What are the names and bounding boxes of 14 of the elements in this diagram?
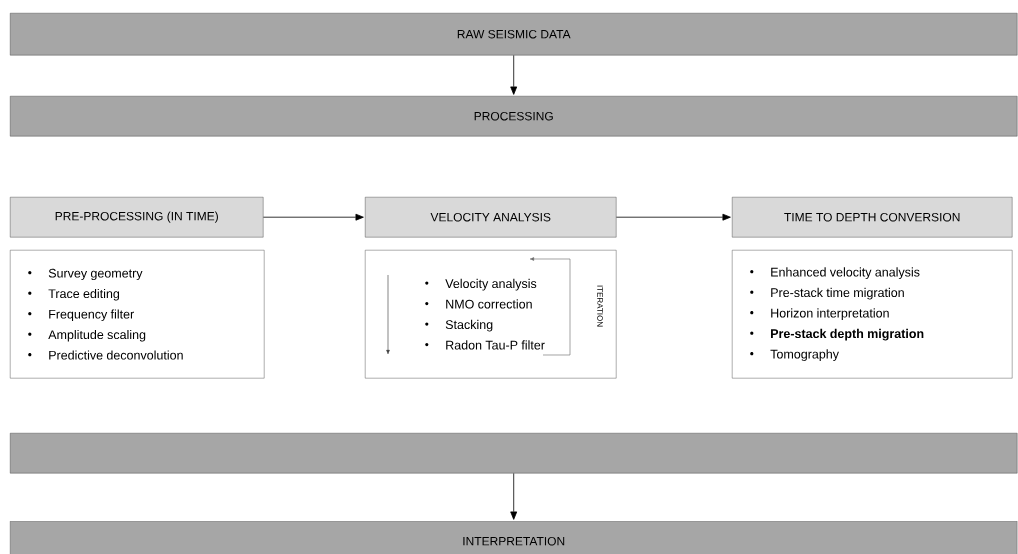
- vertical-label: ITERATION: [597, 285, 603, 327]
- stage-band: INTERPRETATION: [10, 521, 1018, 554]
- header-box: VELOCITY ANALYSIS: [365, 197, 617, 238]
- bullet-list-box: Enhanced velocity analysis Pre-stack time migration Horizon interpretation Pre-stack depth migration Tomography: [732, 250, 1013, 379]
- bullet-list-box: Survey geometry Trace editing Frequency filter Amplitude scaling Predictive deconvolution: [10, 250, 265, 379]
- header-box: TIME TO DEPTH CONVERSION: [732, 197, 1013, 238]
- arrow: [263, 213, 364, 221]
- arrow: [510, 473, 518, 520]
- header-box: PRE-PROCESSING (IN TIME): [10, 197, 264, 238]
- stage-band: RAW SEISMIC DATA: [10, 13, 1018, 56]
- arrow: [616, 213, 731, 221]
- arrow: [510, 55, 518, 95]
- stage-band: [10, 433, 1018, 474]
- stage-band: PROCESSING: [10, 96, 1018, 137]
